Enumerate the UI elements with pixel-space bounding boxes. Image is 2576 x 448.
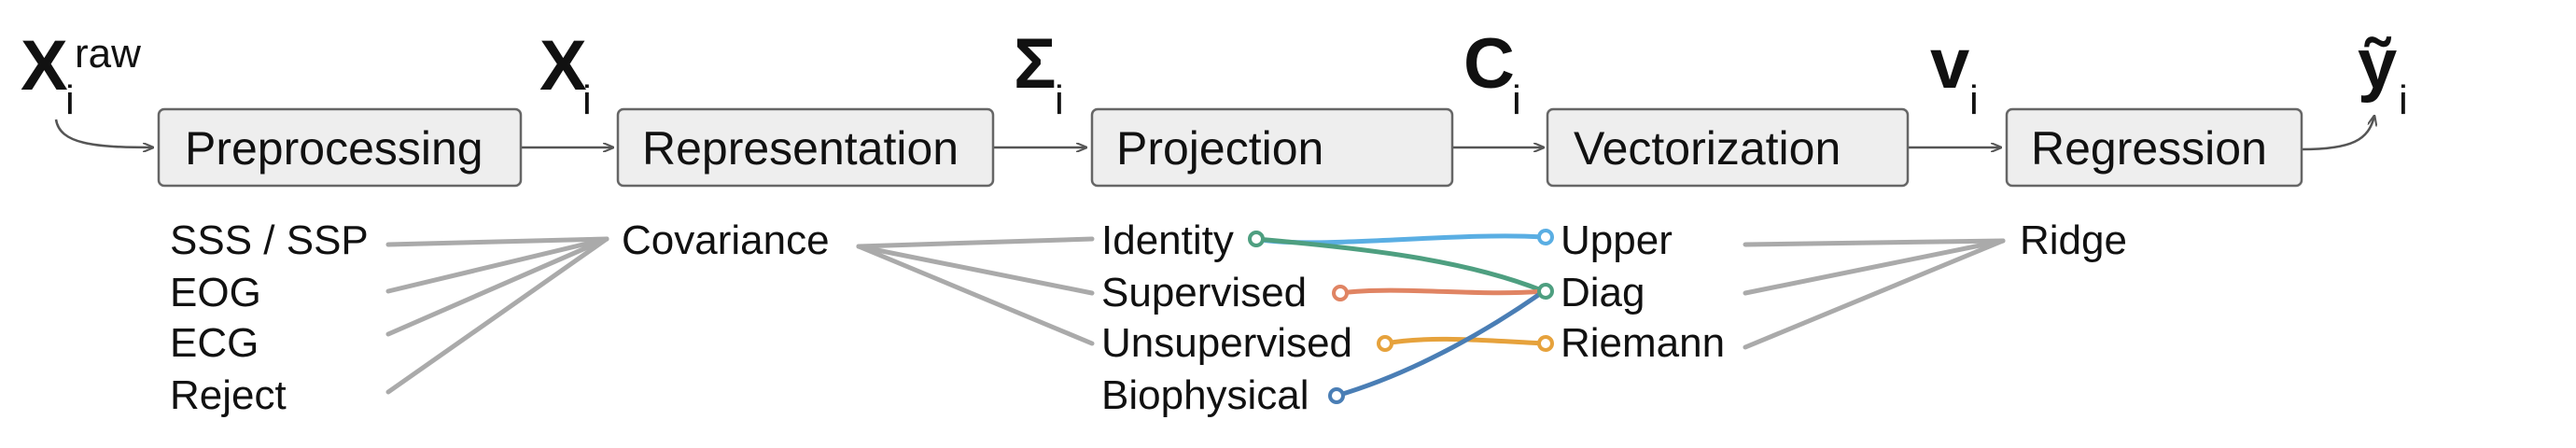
svg-text:ỹ: ỹ: [2358, 24, 2397, 104]
symbol-y-tilde: ỹ i: [2358, 24, 2408, 123]
option-covariance: Covariance: [622, 217, 830, 263]
flow-arrow-input: [54, 119, 153, 147]
option-reject: Reject: [170, 372, 287, 418]
option-unsupervised: Unsupervised: [1101, 320, 1352, 366]
fan-vectorization-to-ridge: [1743, 238, 2006, 350]
stage-representation: Representation: [616, 107, 995, 188]
svg-text:raw: raw: [75, 31, 141, 77]
option-sss-ssp: SSS / SSP: [170, 217, 369, 263]
svg-text:i: i: [1969, 77, 1979, 123]
option-biophysical: Biophysical: [1101, 372, 1309, 418]
stage-label: Projection: [1116, 122, 1323, 175]
option-ecg: ECG: [170, 320, 259, 366]
connection-identity-diag: [1253, 236, 1547, 294]
preprocessing-options: SSS / SSP EOG ECG Reject: [170, 217, 369, 418]
option-eog: EOG: [170, 270, 261, 315]
stage-label: Vectorization: [1574, 122, 1841, 175]
symbol-sigma: Σ i: [1014, 24, 1064, 123]
node-riemann: [1537, 335, 1554, 352]
connection-biophysical-diag: [1334, 288, 1547, 399]
stage-label: Regression: [2031, 122, 2267, 175]
symbol-x: X i: [539, 26, 592, 123]
fan-covariance-to-projection: [856, 236, 1095, 346]
vectorization-options: Upper Diag Riemann: [1561, 217, 1725, 366]
svg-text:C: C: [1463, 24, 1515, 104]
connection-nodes: [1248, 229, 1554, 404]
svg-text:i: i: [1055, 77, 1064, 123]
connection-unsupervised-riemann: [1382, 336, 1547, 346]
stage-label: Preprocessing: [185, 122, 483, 175]
svg-text:i: i: [2399, 77, 2408, 123]
fan-preprocessing-to-covariance: [385, 236, 609, 395]
svg-text:Σ: Σ: [1014, 24, 1057, 104]
node-diag: [1537, 283, 1554, 300]
flow-arrow-output: [2301, 116, 2374, 151]
svg-text:i: i: [1512, 77, 1521, 123]
svg-text:i: i: [65, 77, 75, 123]
option-identity: Identity: [1101, 217, 1234, 263]
symbol-x-raw: X i raw: [21, 26, 141, 123]
stage-preprocessing: Preprocessing: [157, 107, 523, 188]
svg-text:X: X: [539, 26, 587, 105]
representation-options: Covariance: [622, 217, 830, 263]
stage-label: Representation: [642, 122, 959, 175]
node-identity: [1248, 231, 1265, 247]
projection-options: Identity Supervised Unsupervised Biophys…: [1101, 217, 1352, 418]
svg-text:X: X: [21, 26, 68, 105]
node-supervised: [1332, 285, 1349, 301]
option-upper: Upper: [1561, 217, 1673, 263]
stage-projection: Projection: [1090, 107, 1454, 188]
node-upper: [1537, 229, 1554, 245]
stage-vectorization: Vectorization: [1546, 107, 1910, 188]
symbol-v: v i: [1930, 24, 1979, 123]
regression-options: Ridge: [2020, 217, 2127, 263]
svg-text:v: v: [1930, 24, 1969, 104]
symbol-c: C i: [1463, 24, 1521, 123]
node-biophysical: [1328, 387, 1345, 404]
option-supervised: Supervised: [1101, 270, 1307, 315]
node-unsupervised: [1377, 335, 1393, 352]
svg-text:i: i: [582, 77, 592, 123]
option-riemann: Riemann: [1561, 320, 1725, 366]
stage-regression: Regression: [2005, 107, 2303, 188]
connection-supervised-diag: [1337, 287, 1547, 296]
option-ridge: Ridge: [2020, 217, 2127, 263]
option-diag: Diag: [1561, 270, 1645, 315]
